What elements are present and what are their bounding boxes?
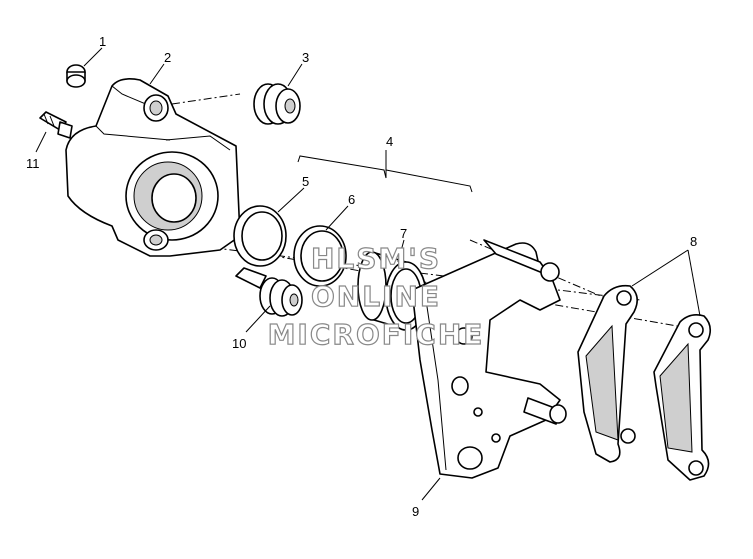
callout-labels: 1 2 3 4 5 6 7 8 9 10 11 xyxy=(26,34,697,519)
part-6-seal xyxy=(293,225,347,287)
callout-10: 10 xyxy=(232,336,246,351)
watermark: HLSM'S ONLINE MICROFICHE xyxy=(267,241,485,351)
callout-3: 3 xyxy=(302,50,309,65)
callout-2: 2 xyxy=(164,50,171,65)
callout-5: 5 xyxy=(302,174,309,189)
callout-8: 8 xyxy=(690,234,697,249)
part-3-dust-boot xyxy=(253,83,301,125)
part-5-seal xyxy=(233,205,287,267)
part-10-pin-boot xyxy=(235,267,303,317)
watermark-line-3: MICROFICHE xyxy=(268,318,485,351)
watermark-line-2: ONLINE xyxy=(311,280,441,313)
callout-4-bracket xyxy=(297,150,473,193)
part-7-piston xyxy=(357,251,427,331)
part-11-bleeder-screw xyxy=(39,111,73,139)
callout-9: 9 xyxy=(412,504,419,519)
part-8-brake-pads xyxy=(577,284,712,481)
leader-lines xyxy=(35,47,701,501)
watermark-line-1: HLSM'S xyxy=(311,242,441,275)
callout-7: 7 xyxy=(400,226,407,241)
part-1-cap xyxy=(66,64,86,88)
callout-1: 1 xyxy=(99,34,106,49)
callout-11: 11 xyxy=(26,156,40,171)
part-9-bracket xyxy=(411,239,567,479)
callout-6: 6 xyxy=(348,192,355,207)
part-2-caliper-body xyxy=(65,78,241,257)
callout-4: 4 xyxy=(386,134,393,149)
